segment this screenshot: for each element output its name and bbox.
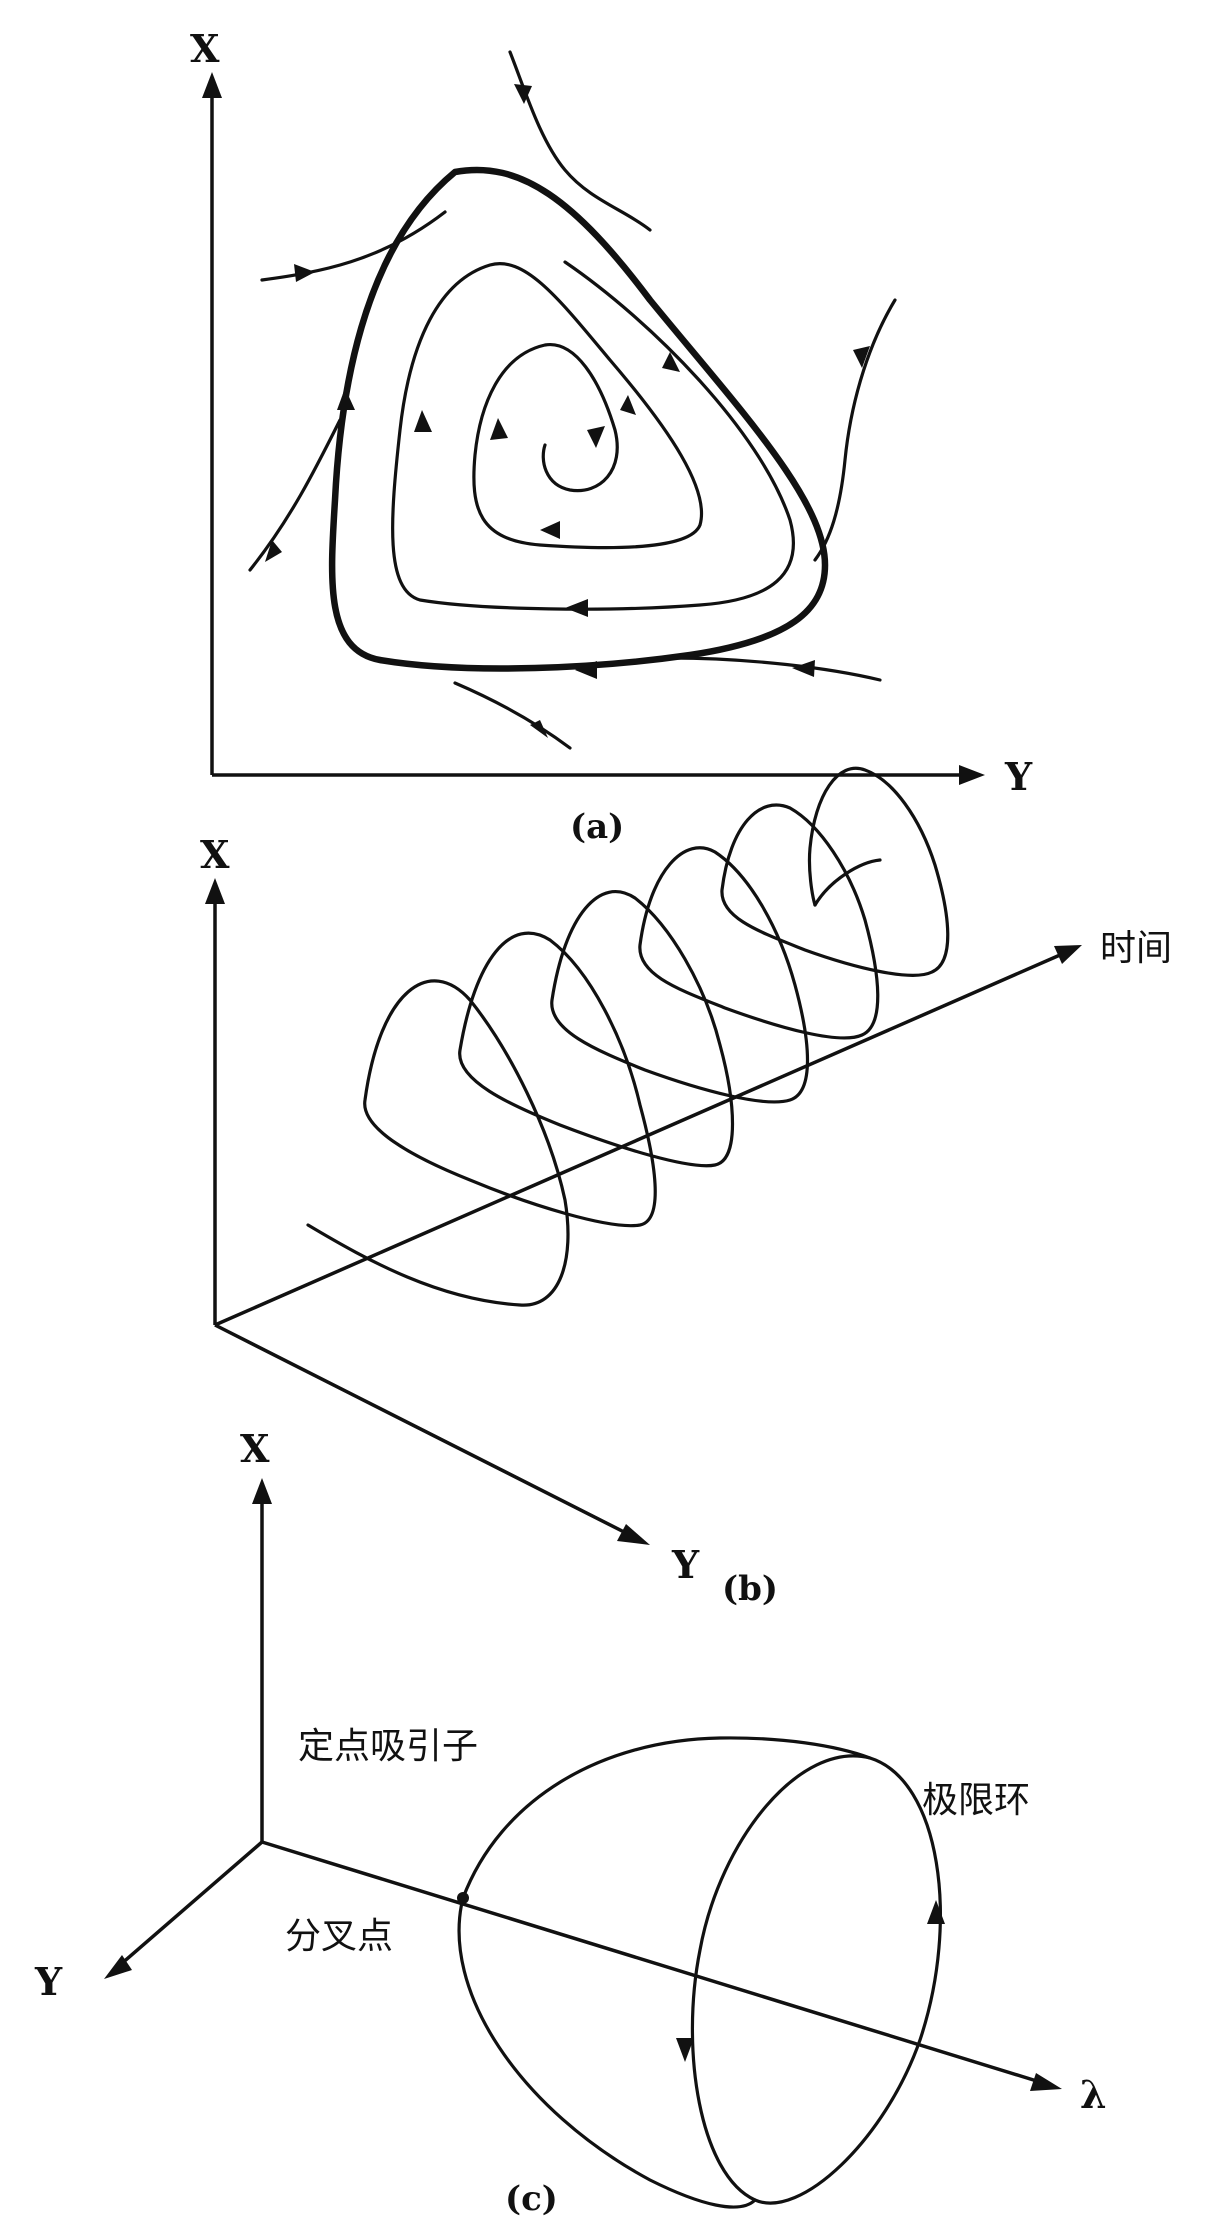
panel-c-lambda-axis-arrowhead — [1030, 2073, 1062, 2091]
panel-c-envelope-upper — [461, 1736, 872, 1900]
panel-a-arrow-top — [514, 84, 532, 104]
panel-b: X Y 时间 (b) — [200, 766, 1172, 1609]
panel-a-arrow-spiral-6 — [490, 418, 508, 440]
panel-b-x-label: X — [200, 832, 230, 877]
panel-b-y-axis-arrowhead — [617, 1524, 650, 1545]
panel-c-x-axis-arrowhead — [252, 1478, 272, 1504]
panel-a-arrow-spiral-5 — [540, 521, 560, 539]
panel-c-envelope-lower — [457, 1896, 757, 2209]
panel-b-helix-start — [813, 858, 882, 907]
panel-a-caption: (a) — [570, 807, 624, 847]
panel-c-lambda-label: λ — [1080, 2072, 1107, 2117]
panel-c-cycle-arrow-left — [676, 2038, 694, 2062]
panel-c-y-axis-arrowhead — [104, 1955, 132, 1979]
panel-a-arrow-spiral-center — [587, 426, 605, 448]
panel-c-y-label: Y — [34, 1959, 63, 2004]
panel-c-y-axis — [118, 1840, 264, 1967]
panel-a-arrow-spiral-1 — [414, 410, 432, 432]
panel-c-caption: (c) — [505, 2179, 558, 2219]
panel-b-caption: (b) — [722, 1569, 778, 1609]
panel-a-trajectory-bottom-right — [668, 656, 882, 682]
panel-b-time-axis-arrowhead — [1054, 945, 1082, 964]
panel-c-cycle-arrow-right — [927, 1900, 945, 1924]
panel-b-x-axis-arrowhead — [205, 878, 225, 904]
panel-a-arrow-bottom — [530, 720, 548, 738]
panel-a-spiral-trajectory — [391, 260, 796, 611]
panel-c-bifurcation-point — [457, 1892, 469, 1904]
panel-a-trajectory-left — [248, 418, 342, 572]
panel-a-trajectory-upper-left — [260, 210, 447, 282]
panel-a-arrow-upper-left — [294, 264, 315, 282]
panel-a-trajectory-right — [813, 298, 897, 562]
panel-c-bifurcation-point-label: 分叉点 — [285, 1916, 393, 1957]
panel-a-trajectory-bottom — [453, 681, 572, 750]
panel-a-x-axis-arrowhead — [202, 72, 222, 98]
panel-c-lambda-axis — [261, 1840, 1041, 2084]
panel-b-helix-trajectory — [306, 766, 950, 1307]
panel-c-x-label: X — [240, 1426, 270, 1471]
panel-a-x-label: X — [190, 26, 220, 71]
panel-a-y-axis-arrowhead — [959, 765, 985, 785]
panel-b-y-axis — [214, 1323, 631, 1537]
panel-b-time-axis — [214, 953, 1061, 1327]
panel-a-limit-cycle — [328, 166, 829, 672]
panel-c-limit-cycle-label: 极限环 — [922, 1780, 1030, 1821]
panel-a-y-label: Y — [1004, 754, 1033, 799]
panel-c: X Y λ 定点吸引子 分叉点 极限环 (c) — [34, 1426, 1107, 2219]
panel-b-time-label: 时间 — [1100, 928, 1172, 969]
panel-a-arrow-cycle-left — [337, 388, 355, 410]
panel-a-trajectory-top — [508, 50, 652, 232]
panel-a-arrow-spiral-3 — [662, 352, 680, 372]
panel-a-arrow-cycle-bottom — [575, 661, 597, 679]
panel-c-limit-cycle — [690, 1754, 942, 2205]
panel-a-arrow-right — [853, 346, 870, 368]
panel-a: X Y (a) — [190, 26, 1033, 847]
panel-a-arrow-bottom-right — [792, 660, 815, 677]
panel-b-y-label: Y — [671, 1542, 700, 1587]
panel-c-fixed-point-attractor-label: 定点吸引子 — [298, 1726, 478, 1767]
panel-a-arrow-spiral-2 — [565, 599, 588, 617]
panel-a-flow-arrows — [265, 84, 870, 738]
panel-a-arrow-left — [265, 540, 282, 562]
panel-a-arrow-spiral-4 — [620, 395, 636, 415]
